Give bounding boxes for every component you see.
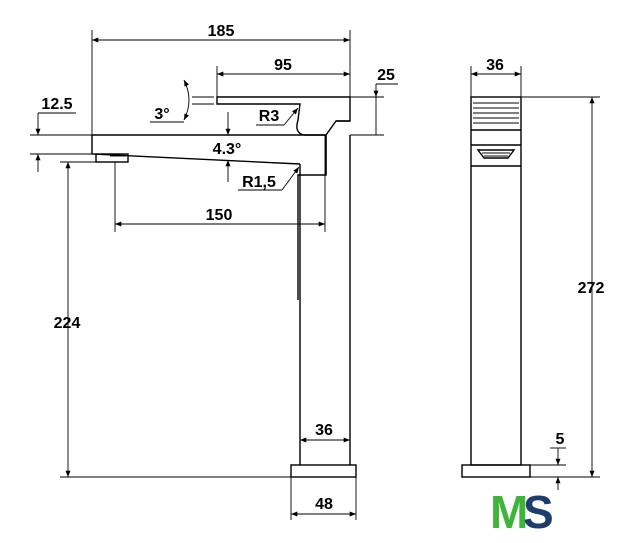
dim-label-r3: R3 [259, 108, 280, 125]
dim-label-185: 185 [208, 23, 235, 40]
dim-label-3deg: 3° [154, 106, 169, 123]
dim-4-3deg: 4.3° [213, 112, 242, 182]
dim-label-r1-5: R1,5 [242, 174, 276, 191]
dim-label-25: 25 [377, 67, 395, 84]
dim-label-150: 150 [206, 207, 233, 224]
dim-label-224: 224 [54, 315, 81, 332]
dim-185: 185 [91, 23, 351, 135]
dim-12-5: 12.5 [30, 96, 92, 172]
dim-95: 95 [216, 57, 350, 97]
dim-label-36-front: 36 [315, 422, 333, 439]
logo-letter-m: M [490, 486, 528, 538]
dim-label-12-5: 12.5 [41, 96, 72, 113]
side-aerator [476, 149, 516, 159]
dim-label-95: 95 [274, 57, 292, 74]
dim-25: 25 [350, 67, 398, 136]
dim-label-48: 48 [315, 496, 333, 513]
aerator [95, 153, 129, 163]
dim-r3: R3 [256, 107, 299, 126]
faucet-base [290, 464, 357, 478]
dim-36-side: 36 [470, 57, 522, 97]
dim-48: 48 [290, 477, 357, 520]
dim-label-272: 272 [578, 280, 605, 297]
dim-label-5: 5 [556, 431, 565, 448]
dim-36-front: 36 [300, 422, 350, 443]
dim-150: 150 [114, 135, 326, 232]
dim-label-4-3deg: 4.3° [213, 141, 242, 158]
logo-letter-s: S [523, 486, 554, 538]
dim-3deg: 3° [150, 79, 214, 123]
dim-5: 5 [530, 431, 566, 490]
dim-r1-5: R1,5 [238, 166, 300, 191]
dim-272: 272 [521, 96, 605, 478]
side-body [470, 96, 522, 466]
ms-logo: M S [490, 486, 554, 538]
dim-224: 224 [54, 161, 291, 478]
side-base [461, 464, 531, 478]
handle [216, 96, 351, 136]
dim-label-36-side: 36 [486, 57, 504, 74]
side-view [461, 96, 531, 478]
